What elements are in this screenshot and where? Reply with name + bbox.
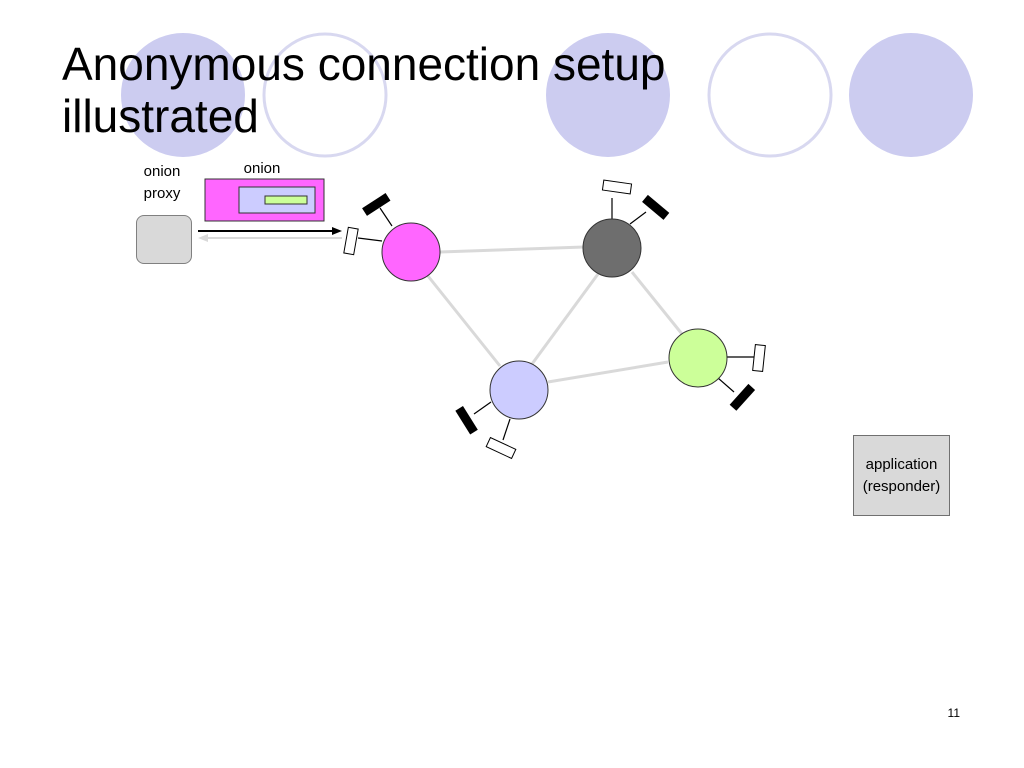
forward-arrow-head (332, 227, 342, 235)
link-pink-gray (439, 245, 585, 254)
application-responder-box: application (responder) (853, 435, 950, 516)
page-number: 11 (947, 706, 960, 720)
link-pink-lavender (426, 275, 502, 367)
connector-white (343, 226, 359, 256)
deco-circle-5 (849, 33, 973, 157)
deco-circle-4 (707, 32, 833, 158)
deco-circle-2 (262, 32, 388, 158)
onion-proxy-label-line-2: proxy (143, 185, 181, 202)
connector-white (601, 179, 633, 195)
slide-title-line-2: illustrated (62, 90, 259, 142)
deco-circle-3 (546, 33, 670, 157)
router-gray (582, 218, 642, 278)
onion-packet (204, 178, 325, 222)
connector-black (729, 383, 756, 411)
network-links (426, 245, 684, 384)
slide-title-line-1: Anonymous connection setup (62, 38, 666, 90)
connection-arrows (198, 227, 342, 242)
onion-proxy-label-line-1: onion (143, 163, 181, 180)
backward-arrow-head (198, 234, 208, 242)
router-gray-group (582, 179, 670, 278)
router-green (668, 328, 728, 388)
application-label-line-2: (responder) (862, 477, 941, 495)
connector-black (455, 406, 478, 435)
onion-label: onion (243, 160, 281, 177)
router-pink-group (343, 193, 441, 282)
router-lavender (489, 360, 549, 420)
connector-black (362, 193, 391, 216)
router-pink (381, 222, 441, 282)
onion-proxy-label: onion proxy (128, 161, 196, 205)
title-decoration (121, 32, 973, 158)
router-lavender-group (455, 360, 549, 460)
slide-title: Anonymous connection setup illustrated (62, 38, 962, 142)
link-lavender-green (547, 360, 669, 384)
link-gray-lavender (530, 273, 600, 365)
router-green-group (668, 328, 766, 411)
application-label-line-1: application (865, 455, 938, 473)
connector-white (752, 343, 766, 373)
onion-inner-layer (264, 195, 308, 205)
link-gray-green (630, 271, 684, 335)
onion-proxy-box (136, 215, 192, 264)
connector-white (485, 436, 517, 460)
connector-black (642, 194, 670, 220)
deco-circle-1 (121, 33, 245, 157)
